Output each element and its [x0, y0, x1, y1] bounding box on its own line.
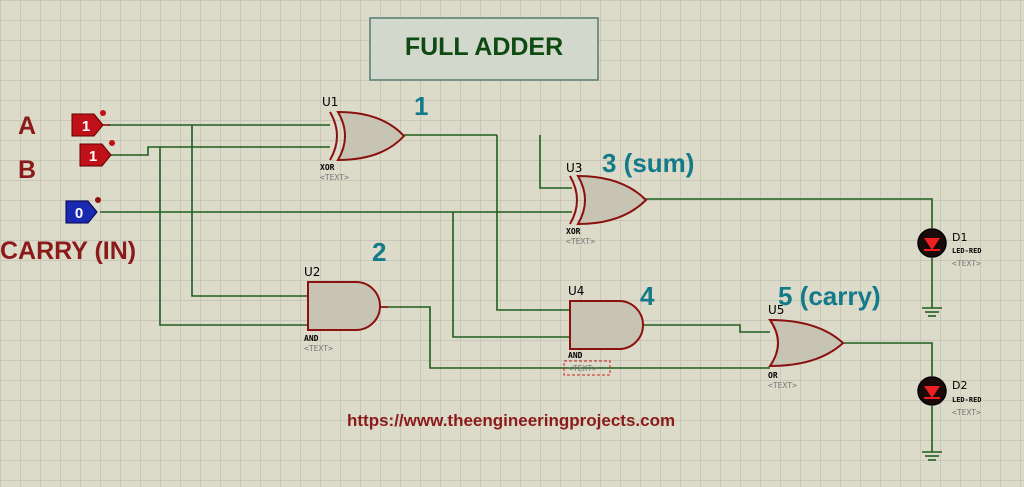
led-d2-type: LED-RED	[952, 396, 982, 404]
logic-input-a[interactable]: 1	[71, 110, 110, 137]
gate-u5-or[interactable]: U5 OR <TEXT>	[768, 303, 845, 390]
wire-u1-to-u3	[539, 135, 572, 189]
led-d1[interactable]: D1 LED-RED <TEXT>	[917, 228, 982, 268]
ground-symbol-d1	[922, 307, 942, 317]
led-d2-diode-icon	[924, 386, 940, 398]
led-d1-type: LED-RED	[952, 247, 982, 255]
gate-u4-and[interactable]: U4 AND <TEXT>	[563, 284, 644, 376]
wire-u2-to-u5	[381, 306, 770, 369]
gate-u1-type: XOR	[320, 163, 335, 172]
led-d2[interactable]: D2 LED-RED <TEXT>	[917, 376, 982, 417]
gate-u4-type: AND	[568, 351, 583, 360]
gate-u3-xor[interactable]: U3 XOR <TEXT>	[566, 161, 648, 246]
gate-u3-text: <TEXT>	[566, 237, 595, 246]
input-a-label: A	[18, 112, 36, 140]
logic-input-cin-state: 0	[75, 205, 83, 222]
gate-u5-type: OR	[768, 371, 778, 380]
led-d1-text: <TEXT>	[952, 259, 981, 268]
gate-u4-text: <TEXT>	[568, 364, 597, 373]
step-1-label: 1	[414, 91, 428, 121]
step-4-label: 4	[640, 281, 655, 311]
gate-u3-ref: U3	[566, 161, 582, 175]
gate-u5-ref: U5	[768, 303, 784, 317]
led-d2-text: <TEXT>	[952, 408, 981, 417]
gate-u2-text: <TEXT>	[304, 344, 333, 353]
wire-b-to-u2	[159, 147, 310, 326]
led-d2-ref: D2	[952, 379, 967, 392]
logic-input-a-state: 1	[82, 118, 90, 135]
led-d1-ref: D1	[952, 231, 967, 244]
gate-u2-ref: U2	[304, 265, 320, 279]
title-box[interactable]: FULL ADDER	[369, 17, 599, 81]
gate-u4-ref: U4	[568, 284, 584, 298]
logic-input-b-state: 1	[89, 148, 97, 165]
gate-u3-type: XOR	[566, 227, 581, 236]
gate-u1-xor[interactable]: U1 XOR <TEXT>	[320, 95, 406, 182]
wire-u4-to-u5	[643, 324, 770, 333]
wires	[100, 124, 933, 452]
wire-a-to-u2	[191, 125, 310, 297]
gate-u5-text: <TEXT>	[768, 381, 797, 390]
gate-u4-text-selection	[563, 360, 611, 376]
gate-u2-and[interactable]: U2 AND <TEXT>	[304, 265, 388, 353]
led-d1-diode-icon	[924, 238, 940, 250]
step-3-label: 3 (sum)	[602, 148, 694, 178]
wire-u1-to-u4	[496, 135, 570, 311]
gate-u1-ref: U1	[322, 95, 338, 109]
step-5-label: 5 (carry)	[778, 281, 881, 311]
wire-b-to-u1	[108, 146, 330, 156]
step-2-label: 2	[372, 237, 386, 267]
input-cin-label: CARRY (IN)	[0, 237, 136, 265]
logic-input-cin[interactable]: 0	[65, 197, 101, 224]
page-title: FULL ADDER	[405, 33, 563, 61]
gate-u1-text: <TEXT>	[320, 173, 349, 182]
input-b-label: B	[18, 156, 36, 184]
gate-u2-type: AND	[304, 334, 319, 343]
logic-input-b[interactable]: 1	[79, 140, 115, 167]
wire-u3-to-d1	[646, 198, 933, 228]
website-url: https://www.theengineeringprojects.com	[347, 411, 675, 430]
wire-u5-to-d2	[843, 342, 933, 376]
ground-symbol-d2	[922, 451, 942, 461]
wire-cin-to-u4	[452, 212, 570, 338]
